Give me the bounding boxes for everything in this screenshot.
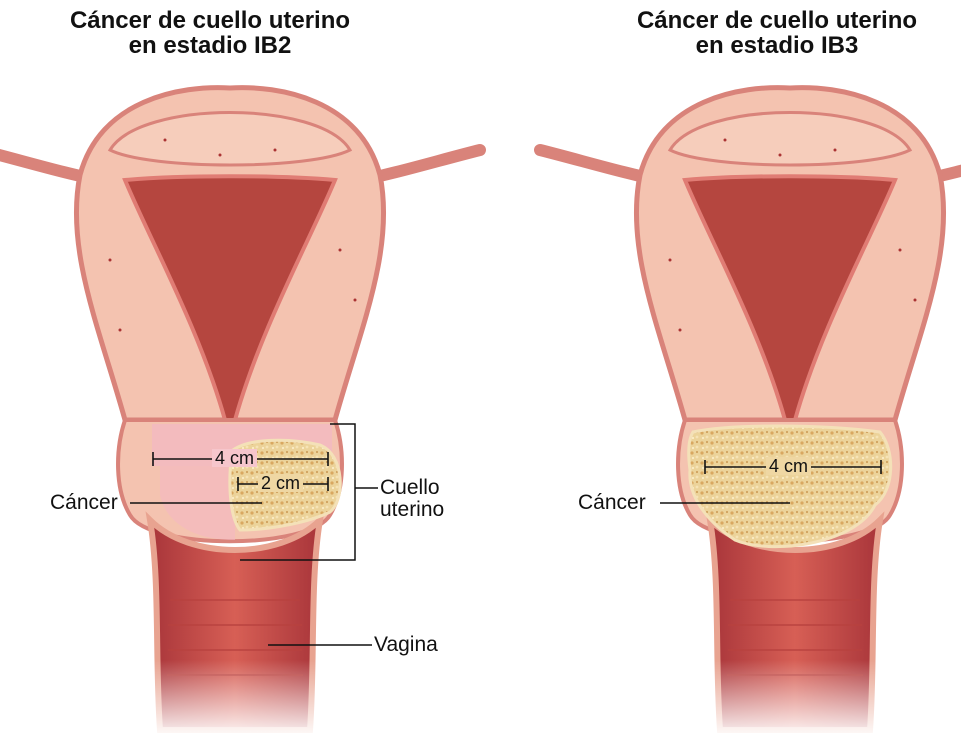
ib2-vagina-label: Vagina <box>374 634 438 656</box>
ib2-measure-4cm: 4 cm <box>212 449 257 467</box>
ib3-cancer-label: Cáncer <box>578 492 646 514</box>
ib3-measure-4cm: 4 cm <box>766 457 811 475</box>
uterus-ib3-drawing <box>540 88 961 738</box>
ib2-measure-2cm: 2 cm <box>258 474 303 492</box>
ib2-cervix-label-line1: Cuello <box>380 477 444 499</box>
ib2-cancer-label: Cáncer <box>50 492 118 514</box>
ib2-cervix-label-line2: uterino <box>380 499 444 521</box>
ib2-cervix-label: Cuello uterino <box>380 477 444 521</box>
